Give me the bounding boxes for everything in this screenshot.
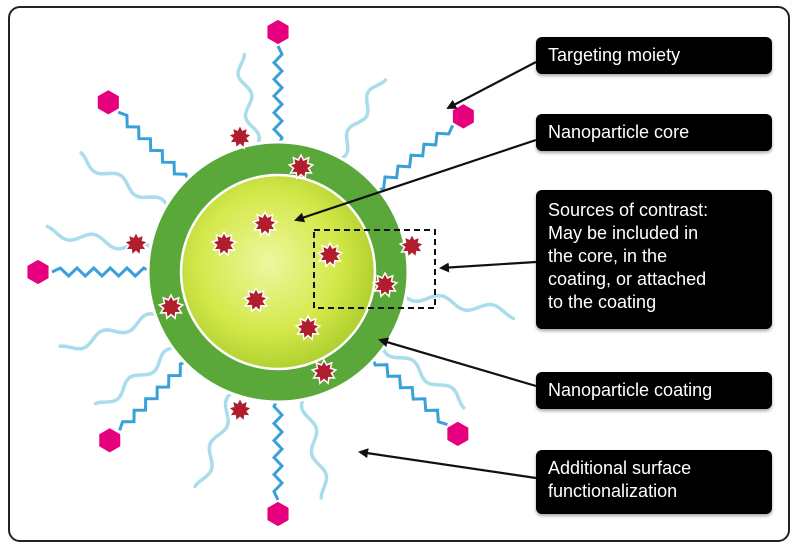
contrast-agent	[210, 230, 238, 257]
targeting-linker	[118, 359, 190, 431]
targeting-ligand	[445, 420, 470, 448]
surface-polymer-chain	[379, 342, 466, 410]
arrow-targeting-moiety	[446, 61, 537, 109]
targeting-linkers	[51, 45, 455, 501]
contrast-agent	[251, 210, 279, 237]
contrast-agent	[122, 230, 150, 257]
label-nanoparticle-core: Nanoparticle core	[536, 114, 772, 151]
surface-polymer-chain	[58, 311, 162, 351]
surface-line-2: functionalization	[548, 481, 678, 501]
contrast-highlight-box	[313, 229, 436, 309]
contrast-agent	[287, 153, 315, 180]
surface-polymer-chain	[299, 393, 329, 500]
contrast-agent	[294, 314, 322, 341]
nanoparticle-core	[179, 173, 377, 371]
contrast-line-2: May be included in	[548, 223, 699, 243]
label-surface-functionalization: Additional surface functionalization	[536, 450, 772, 514]
targeting-ligand	[265, 500, 291, 528]
surface-line-1: Additional surface	[548, 458, 692, 478]
contrast-agent	[371, 271, 399, 298]
arrow-sources-of-contrast	[439, 260, 537, 273]
contrast-agent	[316, 241, 344, 268]
contrast-agent	[242, 286, 270, 313]
label-nanoparticle-core-text: Nanoparticle core	[548, 122, 690, 142]
surface-polymer-chain	[400, 292, 516, 321]
targeting-linker	[51, 265, 153, 279]
arrow-nanoparticle-coating	[378, 337, 537, 388]
surface-polymer-chain	[236, 52, 262, 150]
targeting-linker	[271, 45, 285, 147]
contrast-agent	[226, 123, 254, 150]
contrast-agent	[226, 396, 254, 423]
surface-polymer-chain	[335, 78, 388, 163]
targeting-linker	[271, 397, 285, 501]
label-targeting-moiety: Targeting moiety	[536, 37, 772, 74]
targeting-linker	[374, 124, 455, 193]
surface-polymer-chain	[79, 151, 171, 211]
contrast-line-5: to the coating	[548, 292, 657, 312]
label-nanoparticle-coating-text: Nanoparticle coating	[548, 380, 713, 400]
label-targeting-moiety-text: Targeting moiety	[548, 45, 681, 65]
contrast-agents	[122, 123, 426, 423]
arrow-surface-functionalization	[358, 448, 537, 480]
targeting-ligands	[25, 18, 476, 528]
targeting-ligand	[96, 88, 121, 117]
label-nanoparticle-coating: Nanoparticle coating	[536, 372, 772, 409]
targeting-linker	[370, 355, 448, 427]
targeting-linker	[117, 110, 191, 184]
targeting-ligand	[265, 18, 291, 46]
targeting-ligand	[97, 426, 122, 455]
surface-polymer-chains	[45, 52, 516, 500]
targeting-ligand	[451, 102, 476, 131]
contrast-agent	[398, 232, 426, 259]
label-sources-of-contrast: Sources of contrast: May be included in …	[536, 190, 772, 329]
contrast-line-1: Sources of contrast:	[548, 200, 709, 220]
contrast-agent	[157, 293, 185, 320]
targeting-ligand	[25, 258, 51, 286]
surface-polymer-chain	[93, 346, 180, 406]
contrast-line-4: coating, or attached	[548, 269, 707, 289]
contrast-line-3: the core, in the	[548, 246, 668, 266]
contrast-agent	[310, 358, 338, 385]
arrow-nanoparticle-core	[294, 138, 537, 223]
surface-polymer-chain	[193, 388, 237, 489]
